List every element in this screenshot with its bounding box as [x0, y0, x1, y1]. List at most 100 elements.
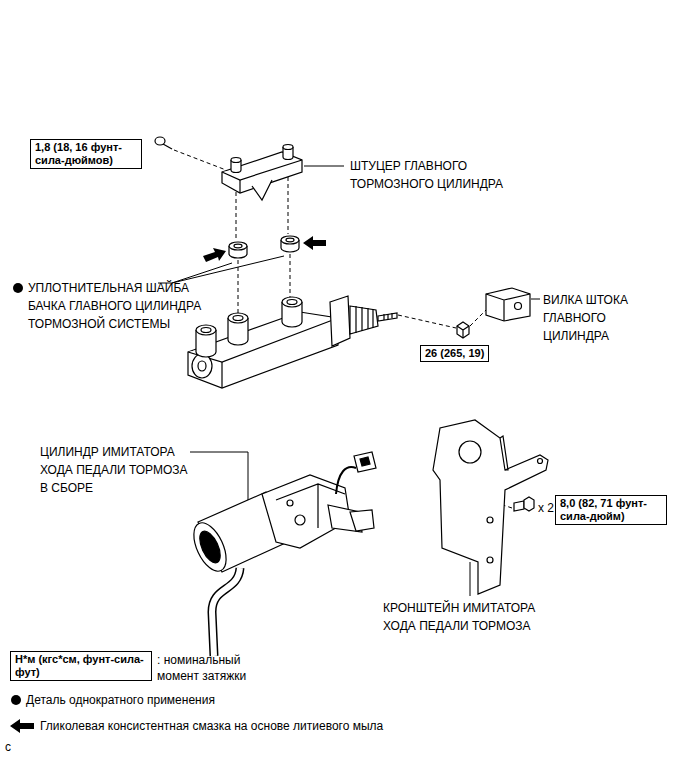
screw — [155, 137, 165, 145]
leader-line — [158, 263, 232, 283]
stroke-simulator-cylinder — [212, 568, 240, 656]
legend-symbol — [11, 695, 21, 705]
simulator-bracket — [500, 436, 508, 470]
quantity-label: x 2 — [538, 499, 554, 517]
brake-master-cylinder — [356, 306, 373, 333]
push-rod-clevis — [486, 294, 530, 321]
single-use-mark — [13, 283, 23, 293]
push-rod-clevis — [486, 288, 530, 321]
legend-text: Гликолевая консистентная смазка на основ… — [40, 718, 383, 734]
screw — [155, 137, 172, 149]
single-use-mark — [13, 283, 23, 293]
brake-master-cylinder — [188, 296, 397, 388]
simulator-bracket — [459, 441, 481, 463]
reservoir-grommet — [286, 238, 294, 242]
brake-master-cylinder — [350, 306, 378, 334]
bolt — [524, 497, 534, 511]
nut — [457, 322, 469, 338]
simulator-bracket — [433, 420, 548, 594]
stroke-simulator-cylinder — [354, 452, 376, 472]
master-cylinder-fitting — [222, 145, 302, 201]
brake-master-cylinder — [330, 296, 350, 346]
nut — [457, 326, 469, 338]
brake-master-cylinder — [188, 312, 338, 388]
brake-master-cylinder — [287, 300, 297, 305]
master-cylinder-fitting — [252, 180, 272, 200]
stroke-simulator-cylinder — [360, 457, 370, 466]
brake-master-cylinder — [228, 313, 248, 323]
master-cylinder-fitting — [222, 160, 302, 180]
stroke-simulator-cylinder — [196, 528, 225, 566]
leader-line — [174, 150, 512, 508]
bolt — [514, 497, 534, 511]
simulator-bracket — [487, 517, 493, 523]
leader-line — [398, 315, 456, 328]
reservoir-grommet — [229, 236, 299, 258]
part-label: УПЛОТНИТЕЛЬНАЯ ШАЙБА БАЧКА ГЛАВНОГО ЦИЛИ… — [28, 279, 203, 333]
stroke-simulator-cylinder — [295, 515, 305, 525]
leader-line — [238, 260, 239, 314]
stroke-simulator-cylinder — [187, 518, 233, 576]
reservoir-grommet — [229, 242, 247, 250]
stroke-simulator-cylinder — [336, 467, 356, 494]
torque-value: 1,8 (18, 16 фунт-сила-дюймов) — [35, 141, 137, 167]
push-rod-clevis — [515, 303, 522, 310]
master-cylinder-fitting — [283, 145, 293, 150]
brake-master-cylinder — [282, 297, 302, 307]
brake-master-cylinder — [188, 318, 338, 362]
part-label: ВИЛКА ШТОКА ГЛАВНОГО ЦИЛИНДРА — [543, 291, 653, 345]
brake-master-cylinder — [201, 328, 211, 333]
simulator-bracket — [538, 459, 543, 464]
master-cylinder-fitting — [231, 158, 241, 163]
grease-arrow — [203, 236, 326, 262]
simulator-bracket — [433, 420, 548, 594]
torque-spec-box: 26 (265, 19) — [420, 345, 489, 362]
legend-sample-box: Н*м (кгс*см, фунт-сила-фут) — [10, 651, 152, 681]
nut — [457, 322, 469, 338]
brake-master-cylinder — [384, 313, 392, 320]
figure-code: c — [5, 738, 11, 756]
grease-arrow — [203, 248, 226, 262]
simulator-bracket — [487, 557, 493, 563]
stroke-simulator-cylinder — [350, 510, 374, 531]
reservoir-grommet — [281, 236, 299, 244]
grease-arrow — [303, 236, 326, 250]
torque-spec-box: 8,0 (82, 71 фунт-сила-дюйм) — [555, 495, 667, 525]
stroke-simulator-cylinder — [212, 568, 240, 656]
torque-value: 8,0 (82, 71 фунт-сила-дюйм) — [560, 497, 662, 523]
brake-master-cylinder — [378, 313, 397, 321]
leader-line — [174, 150, 226, 170]
screw — [163, 144, 172, 149]
legend-text: Деталь однократного применения — [26, 692, 215, 708]
reservoir-grommet — [234, 244, 242, 248]
master-cylinder-fitting — [239, 180, 240, 193]
leader-line — [531, 299, 540, 300]
leader-line — [470, 562, 471, 596]
part-label: КРОНШТЕЙН ИМИТАТОРА ХОДА ПЕДАЛИ ТОРМОЗА — [383, 599, 568, 635]
leader-line — [470, 310, 486, 326]
leader-line — [304, 166, 344, 167]
legend-text: : номинальный момент затяжки — [157, 652, 262, 684]
torque-value: 26 (265, 19) — [425, 347, 484, 360]
stroke-simulator-cylinder — [287, 500, 293, 506]
bolt — [514, 501, 524, 511]
torque-value: Н*м (кгс*см, фунт-сила-фут) — [15, 653, 147, 679]
brake-master-cylinder — [196, 325, 216, 335]
part-label: ЦИЛИНДР ИМИТАТОРА ХОДА ПЕДАЛИ ТОРМОЗА В … — [40, 443, 190, 497]
leader-line — [190, 452, 248, 501]
leader-line — [236, 192, 237, 240]
stroke-simulator-cylinder — [187, 452, 376, 656]
brake-master-cylinder — [198, 361, 206, 371]
leader-line — [288, 177, 289, 234]
legend-symbol — [10, 719, 34, 733]
brake-master-cylinder — [221, 362, 222, 388]
leader-line — [290, 254, 291, 298]
brake-master-cylinder — [233, 316, 243, 321]
leader-line — [172, 256, 284, 283]
part-label: ШТУЦЕР ГЛАВНОГО ТОРМОЗНОГО ЦИЛИНДРА — [350, 157, 540, 193]
push-rod-clevis — [486, 288, 530, 321]
brake-master-cylinder — [192, 354, 212, 378]
torque-spec-box: 1,8 (18, 16 фунт-сила-дюймов) — [30, 139, 142, 169]
